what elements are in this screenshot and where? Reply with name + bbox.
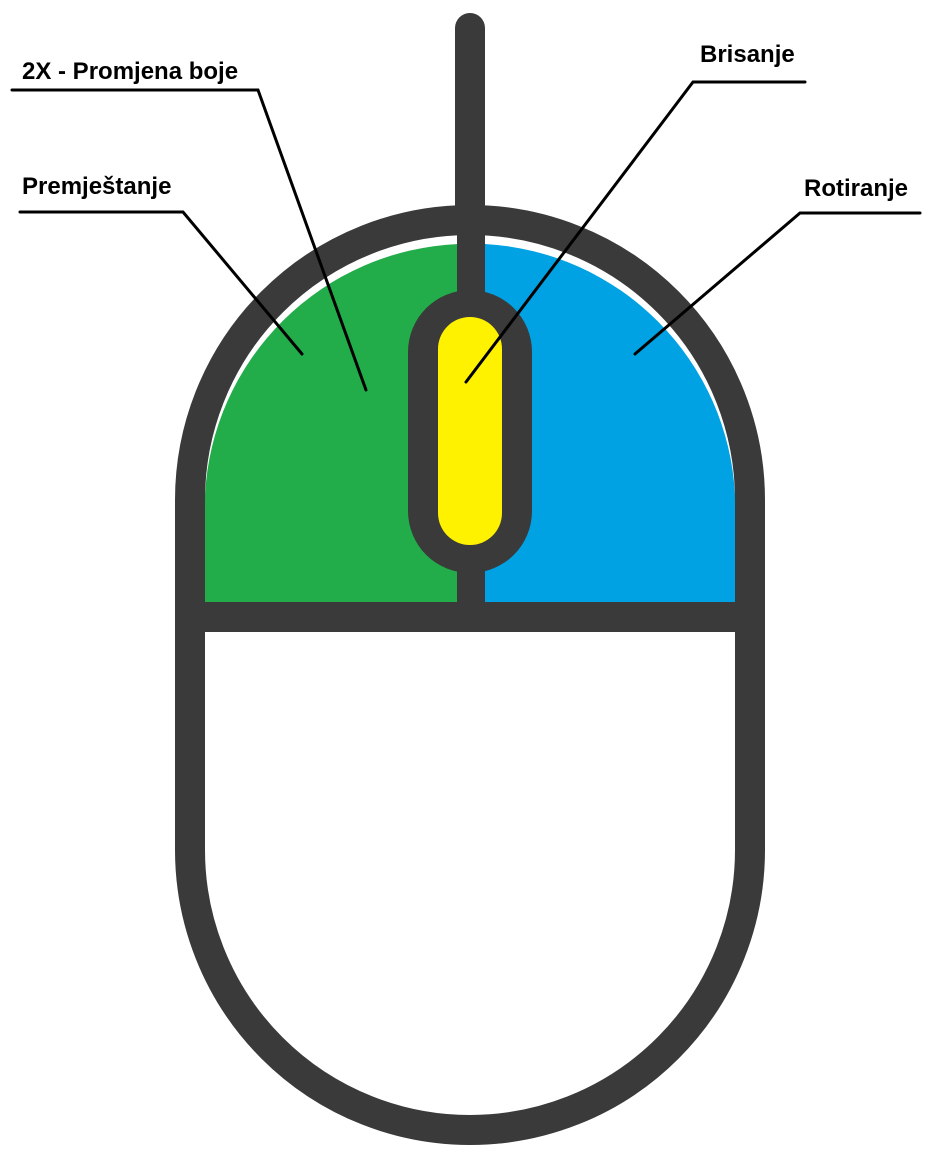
- callout-double-click: [10, 88, 368, 392]
- left-button-area: [205, 244, 458, 602]
- mouse-outline: [175, 205, 765, 1145]
- right-button-area: [485, 244, 735, 602]
- double-click-label: 2X - Promjena boje: [22, 58, 239, 85]
- left-button-label: Premještanje: [22, 173, 172, 200]
- callout-scroll-wheel: [464, 80, 807, 384]
- callout-right-button: [633, 211, 922, 356]
- scroll-wheel-label: Brisanje: [700, 41, 795, 68]
- scroll-wheel: [438, 317, 502, 545]
- right-button-label: Rotiranje: [804, 175, 909, 202]
- callout-left-button: [18, 210, 304, 356]
